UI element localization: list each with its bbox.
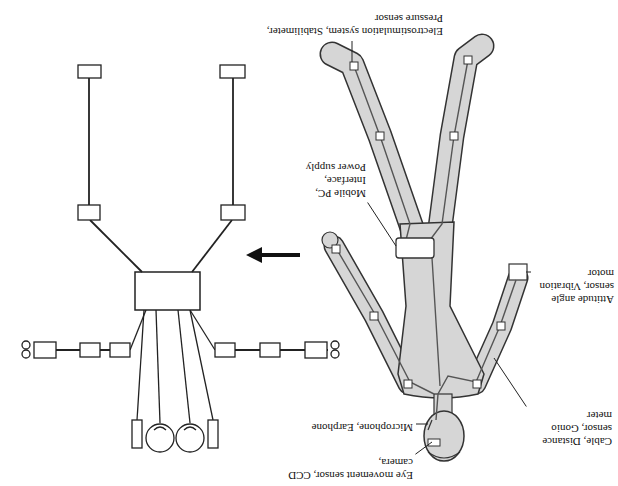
leg-fill	[440, 46, 482, 228]
human-figure	[322, 46, 527, 461]
leg-outline	[332, 54, 412, 228]
arm-unit	[305, 342, 327, 358]
arrow	[246, 247, 300, 263]
callout-label: Electrostimulation system, Stabilimeter,…	[253, 12, 443, 38]
side-unit	[208, 420, 218, 448]
arm-unit	[215, 343, 235, 357]
callout-text: Attitude angle sensor, Vibration motor	[540, 268, 614, 306]
arm-unit	[260, 343, 280, 357]
wire	[137, 310, 144, 420]
head-unit	[176, 424, 204, 452]
arm-unit	[110, 343, 130, 357]
sensor-square	[370, 312, 378, 320]
arm-outline	[334, 246, 408, 384]
wire	[178, 310, 190, 423]
leg-wire	[88, 78, 90, 205]
leg	[332, 46, 482, 228]
callout-text: Mobile PC, Interface, Power supply	[306, 162, 366, 200]
sensor-square	[404, 380, 412, 388]
head-unit-detail	[154, 427, 196, 430]
hand-unit	[331, 341, 339, 349]
callout-text: Eye movement sensor, CCD camera,	[288, 457, 413, 482]
callout-label: Eye movement sensor, CCD camera,	[263, 456, 413, 482]
arrow-shaft	[260, 253, 300, 257]
callout-label: Attitude angle sensor, Vibration motor	[534, 267, 614, 306]
arrow-head	[246, 247, 262, 263]
leg-wire	[232, 78, 234, 205]
callout-label: Mobile PC, Interface, Power supply	[294, 161, 366, 200]
cable	[336, 248, 434, 394]
leg-fill	[332, 54, 412, 228]
sensor-square	[332, 245, 340, 253]
head-unit	[146, 424, 174, 452]
cable	[336, 60, 516, 420]
sensor-square	[464, 56, 472, 64]
foot-unit	[78, 65, 101, 78]
foot-unit	[220, 65, 245, 78]
side-unit	[132, 420, 142, 448]
sensor-square	[350, 62, 358, 70]
leg-unit	[78, 205, 100, 220]
leader-line	[368, 203, 396, 246]
mobile-pc-box	[396, 238, 434, 258]
callout-label: Microphone, Earphone	[243, 421, 413, 434]
leader-line	[352, 41, 353, 62]
schematic	[22, 65, 339, 452]
leg-outline	[440, 46, 482, 228]
hand-unit	[22, 350, 30, 358]
sensor-square	[473, 380, 481, 388]
hand-unit	[22, 341, 30, 349]
leader-line	[416, 424, 428, 425]
sensor-square	[376, 132, 384, 140]
wire	[156, 310, 160, 423]
attitude-sensor-grip	[509, 264, 527, 280]
leader-line	[494, 358, 526, 407]
headset-band	[428, 452, 460, 458]
cable	[436, 280, 516, 420]
microphone	[428, 420, 432, 430]
leg-unit	[221, 205, 245, 220]
leg-wire	[192, 220, 232, 272]
leader-lines	[352, 41, 531, 454]
wire	[190, 310, 213, 420]
callout-text: Microphone, Earphone	[312, 422, 413, 434]
arm-fill	[334, 246, 408, 384]
cable	[432, 258, 440, 386]
leg-wire	[90, 220, 142, 272]
sensor-square	[332, 56, 505, 388]
central-unit	[135, 272, 200, 310]
head	[424, 411, 464, 461]
cable	[354, 66, 410, 240]
arm-unit	[80, 343, 100, 357]
arm-unit	[34, 342, 56, 358]
leader-line	[415, 442, 432, 454]
sensor-square	[497, 322, 505, 330]
wire	[130, 310, 146, 350]
wire	[190, 310, 215, 350]
callout-text: Electrostimulation system, Stabilimeter,…	[267, 13, 443, 38]
sensor-square	[450, 132, 458, 140]
leader-line	[526, 272, 531, 273]
cable	[430, 60, 468, 240]
callout-text: Cable, Distance sensor, Gonio meter	[542, 410, 612, 448]
eye-camera	[428, 439, 440, 446]
hand-unit	[331, 350, 339, 358]
callout-label: Cable, Distance sensor, Gonio meter	[528, 409, 612, 448]
